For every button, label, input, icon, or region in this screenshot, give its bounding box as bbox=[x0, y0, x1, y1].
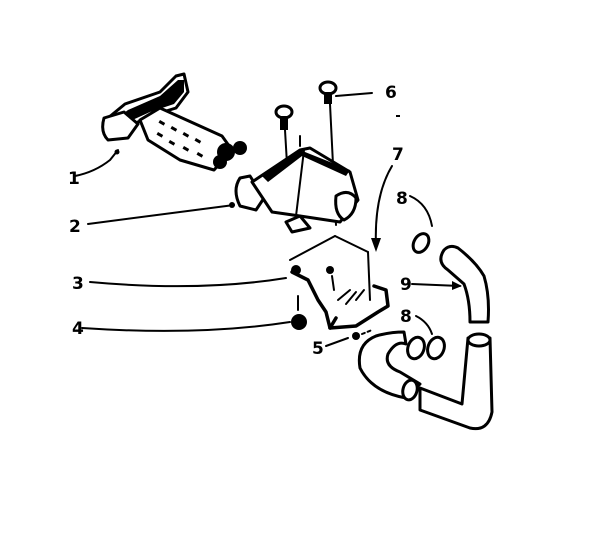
heater-element-assembly bbox=[101, 72, 247, 172]
callout-label: 1 bbox=[68, 169, 80, 189]
callout-label: 4 bbox=[72, 319, 84, 339]
grommet bbox=[291, 295, 307, 330]
callout-7: 7 bbox=[371, 145, 404, 252]
callout-6: 6 bbox=[335, 83, 400, 117]
callout-5: 5 bbox=[312, 329, 373, 359]
upper-hose bbox=[439, 244, 490, 324]
callout-9: 9 bbox=[400, 275, 462, 295]
callout-label: 5 bbox=[312, 339, 324, 359]
callout-label: 6 bbox=[385, 83, 397, 103]
callout-1: 1 bbox=[68, 149, 120, 189]
explode-lines bbox=[289, 235, 371, 301]
valve-body bbox=[234, 135, 360, 234]
callout-8-bottom: 8 bbox=[400, 307, 446, 361]
callout-4: 4 bbox=[72, 319, 291, 339]
lower-hose bbox=[357, 330, 494, 431]
callout-2: 2 bbox=[69, 202, 235, 237]
callout-8-top: 8 bbox=[396, 189, 433, 254]
callout-label: 7 bbox=[392, 145, 404, 165]
callout-label: 8 bbox=[400, 307, 412, 327]
mounting-bracket bbox=[290, 265, 390, 330]
callout-label: 9 bbox=[400, 275, 412, 295]
callout-3: 3 bbox=[72, 274, 287, 294]
callout-label: 3 bbox=[72, 274, 84, 294]
callout-label: 8 bbox=[396, 189, 408, 209]
callout-label: 2 bbox=[69, 217, 81, 237]
